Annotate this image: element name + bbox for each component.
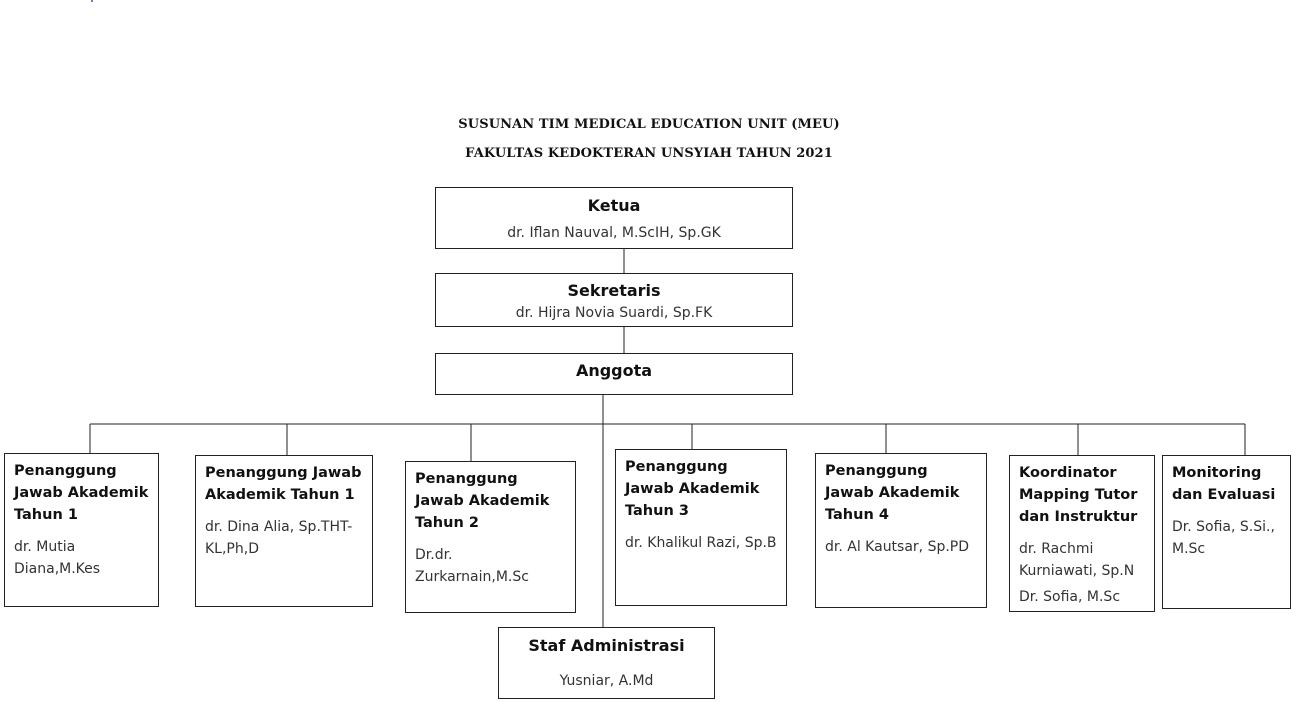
member-role: Koordinator Mapping Tutor dan Instruktur [1019,465,1138,525]
member-box-6: Koordinator Mapping Tutor dan Instruktur… [1009,455,1155,612]
anggota-role: Anggota [575,361,653,380]
chart-title-line-2: FAKULTAS KEDOKTERAN UNSYIAH TAHUN 2021 [465,146,833,161]
sekretaris-box: Sekretaris dr. Hijra Novia Suardi, Sp.FK [435,273,793,327]
member-box-1: Penanggung Jawab Akademik Tahun 1 dr. Mu… [4,453,159,607]
ketua-role: Ketua [587,196,641,215]
member-box-4: Penanggung Jawab Akademik Tahun 3 dr. Kh… [615,449,787,606]
member-role: Penanggung Jawab Akademik Tahun 3 [625,459,760,519]
member-role: Monitoring dan Evaluasi [1172,465,1276,503]
ketua-name: dr. Iflan Nauval, M.ScIH, Sp.GK [507,225,721,241]
member-name: Dr.dr. Zurkarnain,M.Sc [415,547,529,585]
staf-role: Staf Administrasi [528,636,685,655]
member-box-5: Penanggung Jawab Akademik Tahun 4 dr. Al… [815,453,987,608]
member-box-7: Monitoring dan Evaluasi Dr. Sofia, S.Si.… [1162,455,1291,609]
member-box-3: Penanggung Jawab Akademik Tahun 2 Dr.dr.… [405,461,576,613]
member-role: Penanggung Jawab Akademik Tahun 1 [14,463,149,523]
member-role: Penanggung Jawab Akademik Tahun 2 [415,471,550,531]
member-name: dr. Khalikul Razi, Sp.B [625,535,777,551]
chart-title-line-1: SUSUNAN TIM MEDICAL EDUCATION UNIT (MEU) [458,117,840,132]
staf-box: Staf Administrasi Yusniar, A.Md [498,627,715,699]
ketua-box: Ketua dr. Iflan Nauval, M.ScIH, Sp.GK [435,187,793,249]
anggota-box: Anggota [435,353,793,395]
stray-mark [91,0,93,2]
member-name: dr. Al Kautsar, Sp.PD [825,539,970,555]
member-name-secondary: Dr. Sofia, M.Sc [1019,589,1121,605]
sekretaris-name: dr. Hijra Novia Suardi, Sp.FK [515,305,713,321]
member-role: Penanggung Jawab Akademik Tahun 1 [205,465,362,503]
member-name: dr. Rachmi Kurniawati, Sp.N [1019,541,1135,579]
member-name: dr. Dina Alia, Sp.THT-KL,Ph,D [205,519,353,557]
member-role: Penanggung Jawab Akademik Tahun 4 [825,463,960,523]
member-name: dr. Mutia Diana,M.Kes [14,539,101,577]
staf-name: Yusniar, A.Md [559,673,654,689]
member-name: Dr. Sofia, S.Si., M.Sc [1172,519,1275,557]
member-box-2: Penanggung Jawab Akademik Tahun 1 dr. Di… [195,455,373,607]
sekretaris-role: Sekretaris [567,281,661,300]
